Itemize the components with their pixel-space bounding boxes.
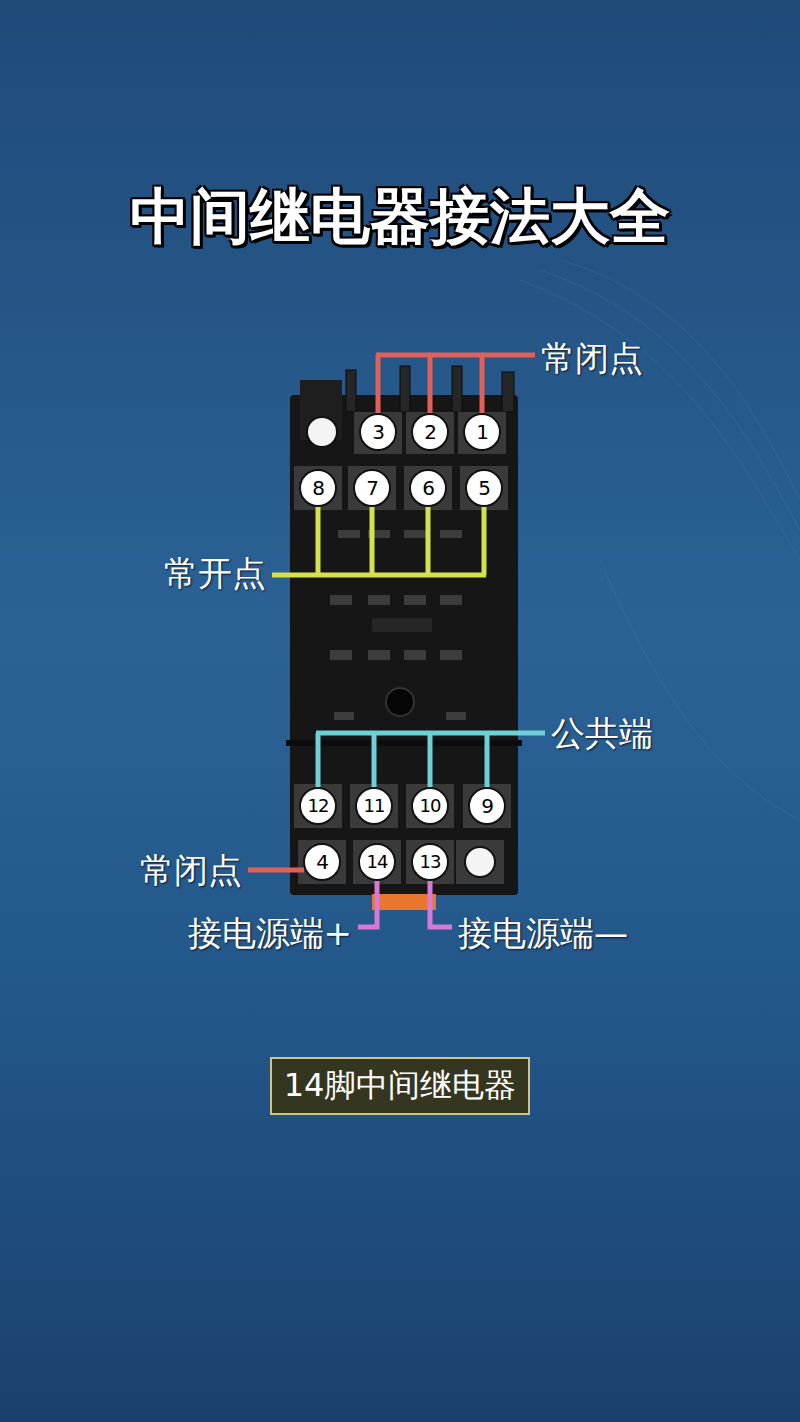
pin-number: 2 [424, 422, 436, 442]
pin-circle: 1 [463, 413, 501, 451]
pin-circle: 3 [359, 413, 397, 451]
pin-number: 3 [372, 422, 384, 442]
pin-number: 11 [364, 797, 385, 815]
title: 中间继电器接法大全 [0, 180, 800, 252]
pin-circle: 12 [299, 787, 337, 825]
pin-circle: 6 [409, 469, 447, 507]
callout-label: 接电源端— [458, 913, 628, 953]
pin-circle: 11 [355, 787, 393, 825]
pin-circle: 10 [411, 787, 449, 825]
pin-number: 1 [476, 422, 488, 442]
pin-circle: 9 [468, 787, 506, 825]
pin-circle: 5 [465, 469, 503, 507]
pin-circle: 8 [299, 469, 337, 507]
pin-number: 13 [420, 853, 441, 871]
pin-number: 9 [481, 796, 493, 816]
pin-number: 10 [420, 797, 441, 815]
pin-number: 4 [316, 852, 328, 872]
pin-number: 6 [422, 478, 434, 498]
pin-number: 12 [308, 797, 329, 815]
pin-circle: 4 [303, 843, 341, 881]
callout-label: 常闭点 [140, 850, 242, 890]
pin-number: 14 [367, 853, 388, 871]
callout-label: 常开点 [164, 553, 266, 593]
pin-number: 8 [312, 478, 324, 498]
pin-circle: 14 [358, 843, 396, 881]
pin-number: 5 [478, 478, 490, 498]
pin-circle: 13 [411, 843, 449, 881]
callout-label: 常闭点 [541, 338, 643, 378]
pin-circle: 7 [353, 469, 391, 507]
pin-circle: 2 [411, 413, 449, 451]
callout-label: 公共端 [551, 713, 653, 753]
pin-number: 7 [366, 478, 378, 498]
callout-label: 接电源端+ [188, 913, 353, 953]
caption-box: 14脚中间继电器 [270, 1057, 531, 1115]
